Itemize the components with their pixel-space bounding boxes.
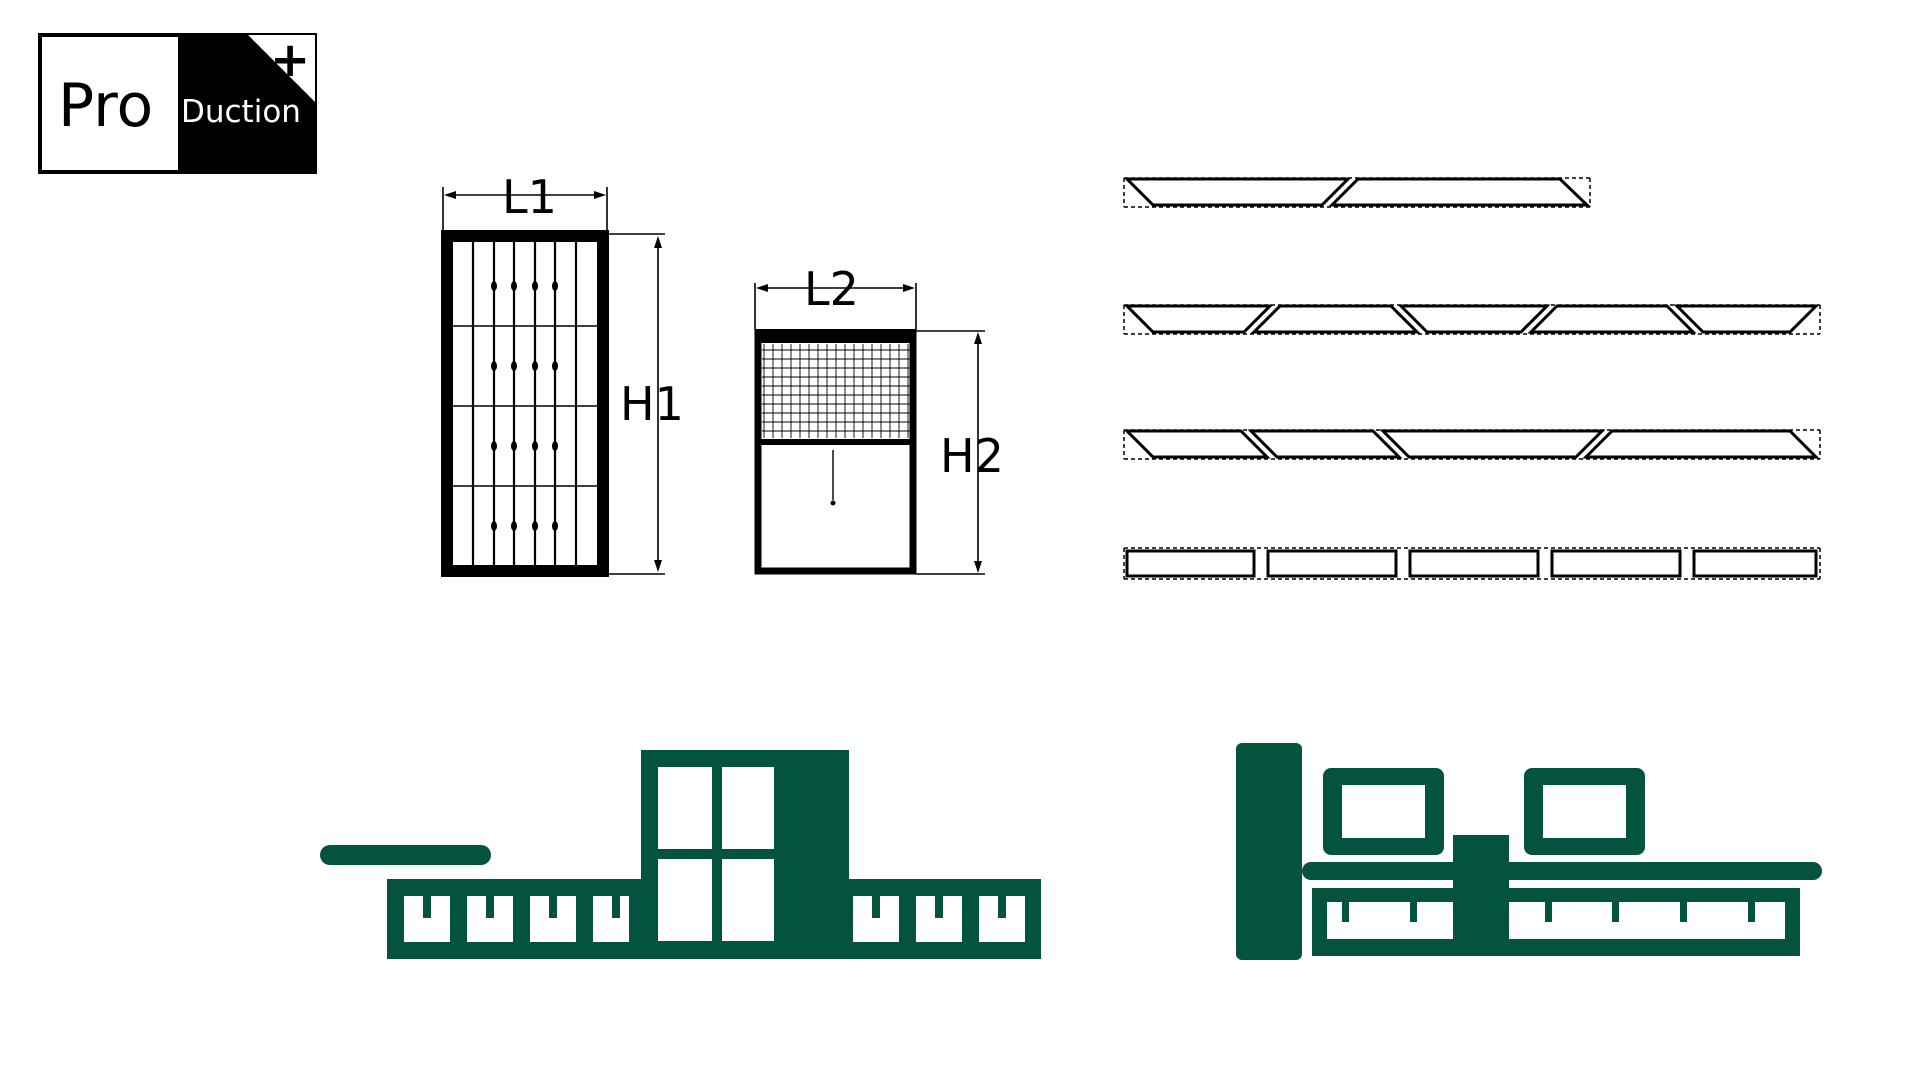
cut-plans — [1123, 177, 1821, 580]
rod-bead — [552, 521, 558, 531]
cut-plan-row-1 — [1123, 177, 1591, 208]
cut-piece — [1328, 177, 1591, 207]
label-l2: L2 — [804, 262, 859, 316]
cut-piece — [1379, 429, 1606, 459]
cut-piece — [1250, 304, 1421, 334]
label-l1: L1 — [502, 170, 557, 224]
rod-bead — [491, 521, 497, 531]
double-head-saw-line-icon — [1236, 743, 1822, 960]
rod-bead — [552, 281, 558, 291]
dimension-h1 — [608, 233, 665, 575]
frame-2 — [754, 329, 917, 575]
rod-bead — [511, 281, 517, 291]
frame-1-rods — [471, 242, 578, 565]
frame-1-grid — [453, 325, 597, 487]
frame-1 — [441, 230, 609, 577]
rod-bead — [532, 281, 538, 291]
cut-piece — [1247, 429, 1403, 459]
dimension-h2 — [916, 330, 985, 575]
rod-bead — [511, 521, 517, 531]
label-h1: H1 — [620, 377, 684, 431]
cut-piece — [1125, 549, 1256, 578]
cut-plan-row-3 — [1123, 429, 1821, 460]
cut-piece — [1397, 304, 1551, 334]
rod-bead — [552, 361, 558, 371]
logo-right-text: Duction — [181, 94, 301, 130]
cut-piece — [1408, 549, 1540, 578]
rod-bead — [532, 361, 538, 371]
production-logo: Pro Duction + — [38, 32, 317, 174]
rod-bead — [532, 521, 538, 531]
logo-left-text: Pro — [58, 71, 153, 141]
cut-piece — [1550, 549, 1682, 578]
dimension-l2 — [754, 283, 917, 330]
rod-bead — [491, 441, 497, 451]
cut-piece — [1266, 549, 1398, 578]
cut-piece — [1673, 304, 1820, 334]
rod-bead — [491, 281, 497, 291]
rod-bead — [511, 441, 517, 451]
cut-plan-row-2 — [1123, 304, 1821, 335]
cut-piece — [1123, 304, 1274, 334]
rod-bead — [552, 441, 558, 451]
cut-piece — [1692, 549, 1818, 578]
cut-piece — [1123, 177, 1352, 207]
rod-bead — [491, 361, 497, 371]
dimension-l1 — [442, 187, 608, 238]
production-line-with-cabinet-icon — [320, 750, 1041, 959]
label-h2: H2 — [940, 429, 1004, 483]
frame-1-beads — [491, 281, 558, 531]
cut-piece — [1123, 429, 1271, 459]
frame-2-mesh — [762, 344, 910, 438]
cut-piece — [1527, 304, 1697, 334]
cut-plan-row-4 — [1123, 547, 1821, 580]
logo-plus-symbol: + — [270, 32, 310, 88]
rod-bead — [532, 441, 538, 451]
cut-piece — [1582, 429, 1820, 459]
rod-bead — [511, 361, 517, 371]
